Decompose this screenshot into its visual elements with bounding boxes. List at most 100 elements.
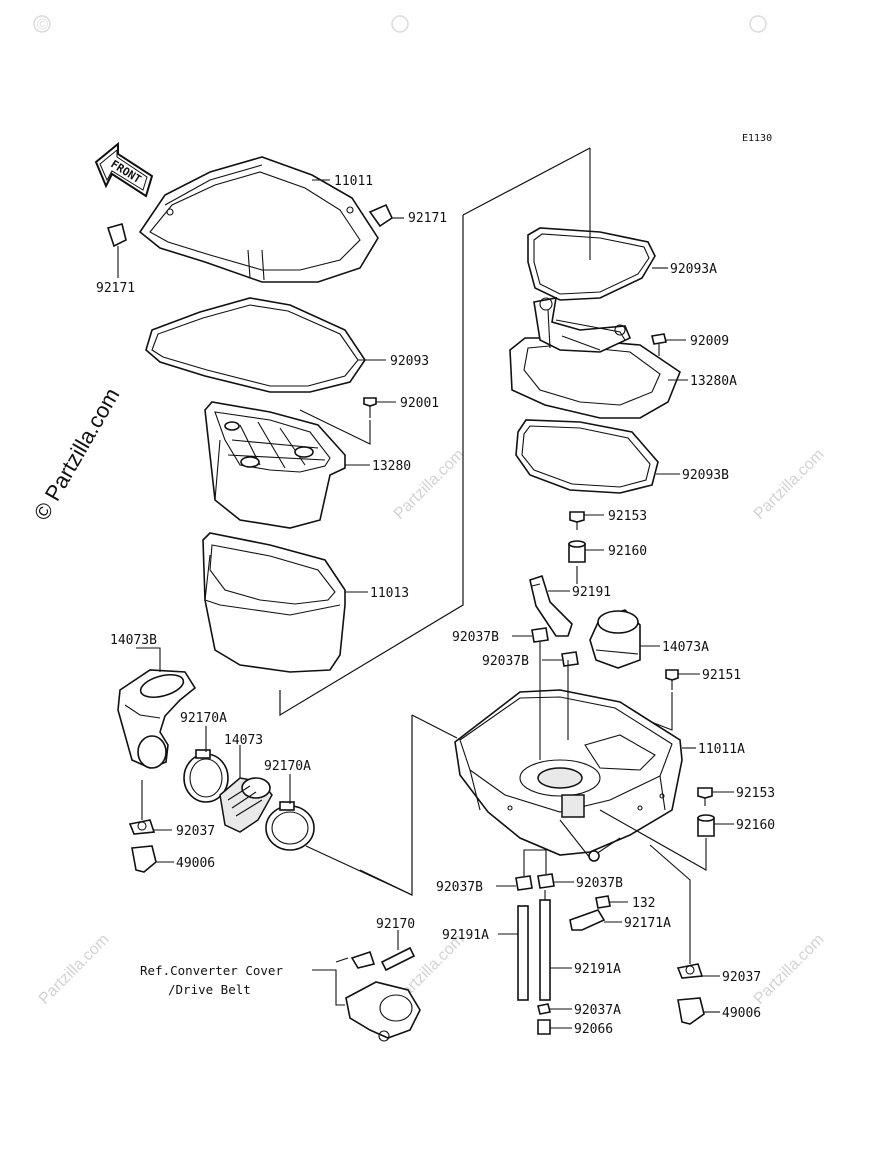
callout-14073: 14073 [224, 733, 263, 748]
callout-11011A: 11011A [698, 742, 745, 757]
callout-92093B: 92093B [682, 468, 729, 483]
callout-92037-left: 92037 [176, 824, 215, 839]
part-92170A-clamp-2 [265, 801, 315, 851]
callout-92151: 92151 [702, 668, 741, 683]
part-14073-connector [219, 777, 273, 833]
callout-92170A-1: 92170A [180, 711, 227, 726]
leader-14073B [136, 647, 161, 672]
part-92093A-gasket [527, 227, 656, 301]
leader-clamp-to-box [305, 845, 413, 896]
watermark-top-right [749, 15, 767, 33]
part-92093-gasket [145, 297, 366, 393]
callout-92066: 92066 [574, 1022, 613, 1037]
part-92001-bolt [363, 397, 377, 418]
part-92191A-tube-1 [517, 905, 529, 1001]
part-11011-cover [138, 156, 379, 283]
callout-92037B-1: 92037B [452, 630, 499, 645]
part-11011A-housing [454, 689, 683, 862]
callout-92171A: 92171A [624, 916, 671, 931]
part-92191-hose [529, 574, 573, 637]
part-92160-damper-right [697, 814, 715, 837]
part-92037-clamp-left [128, 819, 156, 835]
reference-note-line1: Ref.Converter Cover [140, 963, 283, 978]
callout-92037A: 92037A [574, 1003, 621, 1018]
part-92153-bolt-top [569, 511, 585, 530]
boundary-upper [462, 147, 591, 216]
part-92153-bolt-right [697, 787, 713, 806]
reference-note-line2: /Drive Belt [168, 982, 251, 997]
part-132-bolt [595, 895, 611, 909]
callout-11011: 11011 [334, 174, 373, 189]
brand-copyright-text: © Partzilla.com [29, 384, 125, 525]
part-92160-damper-top [568, 540, 586, 563]
part-49006-cap-left [131, 845, 157, 873]
part-92191A-tube-2 [539, 899, 551, 1001]
part-11013-element [202, 532, 346, 673]
callout-92160-top: 92160 [608, 544, 647, 559]
boundary-left [279, 215, 464, 717]
watermark-text: Partzilla.com [751, 446, 828, 523]
part-14073A-duct [589, 609, 641, 669]
part-13280-holder [204, 401, 346, 529]
part-92037B-clamp-3 [515, 875, 533, 891]
part-92037B-clamp-4 [537, 873, 555, 889]
watermark-text: Partzilla.com [391, 446, 468, 523]
callout-92191: 92191 [572, 585, 611, 600]
part-92151-bolt [665, 669, 679, 690]
callout-132: 132 [632, 896, 655, 911]
callout-92037-right: 92037 [722, 970, 761, 985]
part-92171-clip-left [106, 223, 127, 248]
watermark-right-middle: Partzilla.com [751, 446, 828, 523]
callout-92037B-2: 92037B [482, 654, 529, 669]
leader-reference-bolt [335, 957, 349, 963]
callout-14073A: 14073A [662, 640, 709, 655]
leader-92037-right-up [649, 844, 691, 964]
watermark-copy-sign: © [37, 16, 48, 33]
part-92037A-clip [537, 1003, 551, 1015]
part-92170-clamp-band [380, 946, 416, 972]
callout-92037B-3: 92037B [436, 880, 483, 895]
callout-92153-right: 92153 [736, 786, 775, 801]
part-92009-screw [651, 333, 667, 356]
callout-92171-right: 92171 [408, 211, 447, 226]
watermark-bottom-right: Partzilla.com [751, 931, 828, 1008]
callout-92037B-4: 92037B [576, 876, 623, 891]
callout-92001: 92001 [400, 396, 439, 411]
part-92066-plug [537, 1019, 551, 1035]
brand-watermark: © Partzilla.com [29, 384, 125, 525]
callout-92153-top: 92153 [608, 509, 647, 524]
callout-14073B: 14073B [110, 633, 157, 648]
part-92093B-gasket [515, 419, 659, 494]
boundary-lower-left [359, 715, 413, 896]
watermark-text: Partzilla.com [751, 931, 828, 1008]
part-14073B-duct [117, 669, 197, 769]
callout-13280A: 13280A [690, 374, 737, 389]
part-49006-cap-right [677, 997, 705, 1025]
leader-92160-to-box [599, 809, 707, 871]
callout-13280: 13280 [372, 459, 411, 474]
part-92171-clip-right [368, 203, 394, 228]
callout-11013: 11013 [370, 586, 409, 601]
part-92037B-clamp-1 [531, 627, 549, 643]
leader-reference-note [312, 969, 345, 1006]
part-13280A-holder [509, 297, 681, 419]
callout-49006-right: 49006 [722, 1006, 761, 1021]
front-direction-arrow: FRONT [94, 141, 154, 198]
callout-92171-left: 92171 [96, 281, 135, 296]
callout-92160-right: 92160 [736, 818, 775, 833]
leader-lower-clamps [523, 849, 547, 876]
leader-92001-to-frame [299, 409, 371, 445]
watermark-bottom-left: Partzilla.com [36, 931, 113, 1008]
callout-92191A-2: 92191A [574, 962, 621, 977]
watermark-top-left: © [33, 15, 51, 33]
callout-92191A-1: 92191A [442, 928, 489, 943]
watermark-text: Partzilla.com [36, 931, 113, 1008]
part-converter-duct [345, 950, 421, 1042]
part-92037-clamp-right [676, 963, 704, 979]
callout-92093A: 92093A [670, 262, 717, 277]
part-92037B-clamp-2 [561, 651, 579, 667]
callout-49006-left: 49006 [176, 856, 215, 871]
boundary-lower-top [411, 714, 458, 739]
diagram-code: E1130 [742, 133, 772, 144]
